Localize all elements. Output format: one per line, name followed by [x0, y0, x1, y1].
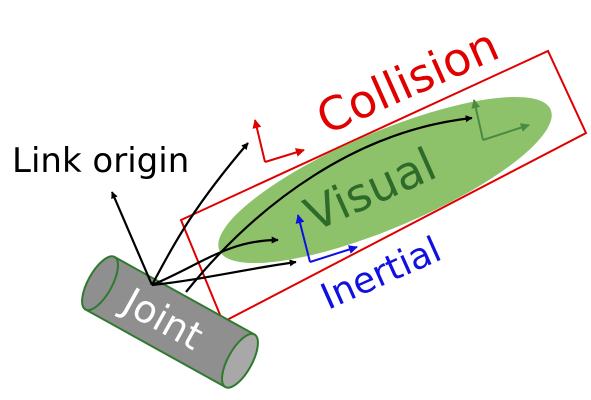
- arrow-to-inertial-frame: [151, 259, 297, 287]
- arrow-to-visual-frame: [151, 236, 279, 287]
- visual-frame-icon: [471, 99, 530, 141]
- link-origin-label: Link origin: [12, 141, 189, 181]
- collision-frame-icon: [252, 119, 305, 163]
- arrow-long-curve: [185, 115, 473, 293]
- arrow-to-collision-frame: [151, 142, 249, 286]
- inertial-frame-icon: [295, 214, 358, 263]
- arrow-to-link-origin-label: [110, 191, 154, 286]
- collision-box: [179, 49, 588, 324]
- link-arrows: [110, 115, 473, 293]
- joint-cylinder: [81, 255, 259, 389]
